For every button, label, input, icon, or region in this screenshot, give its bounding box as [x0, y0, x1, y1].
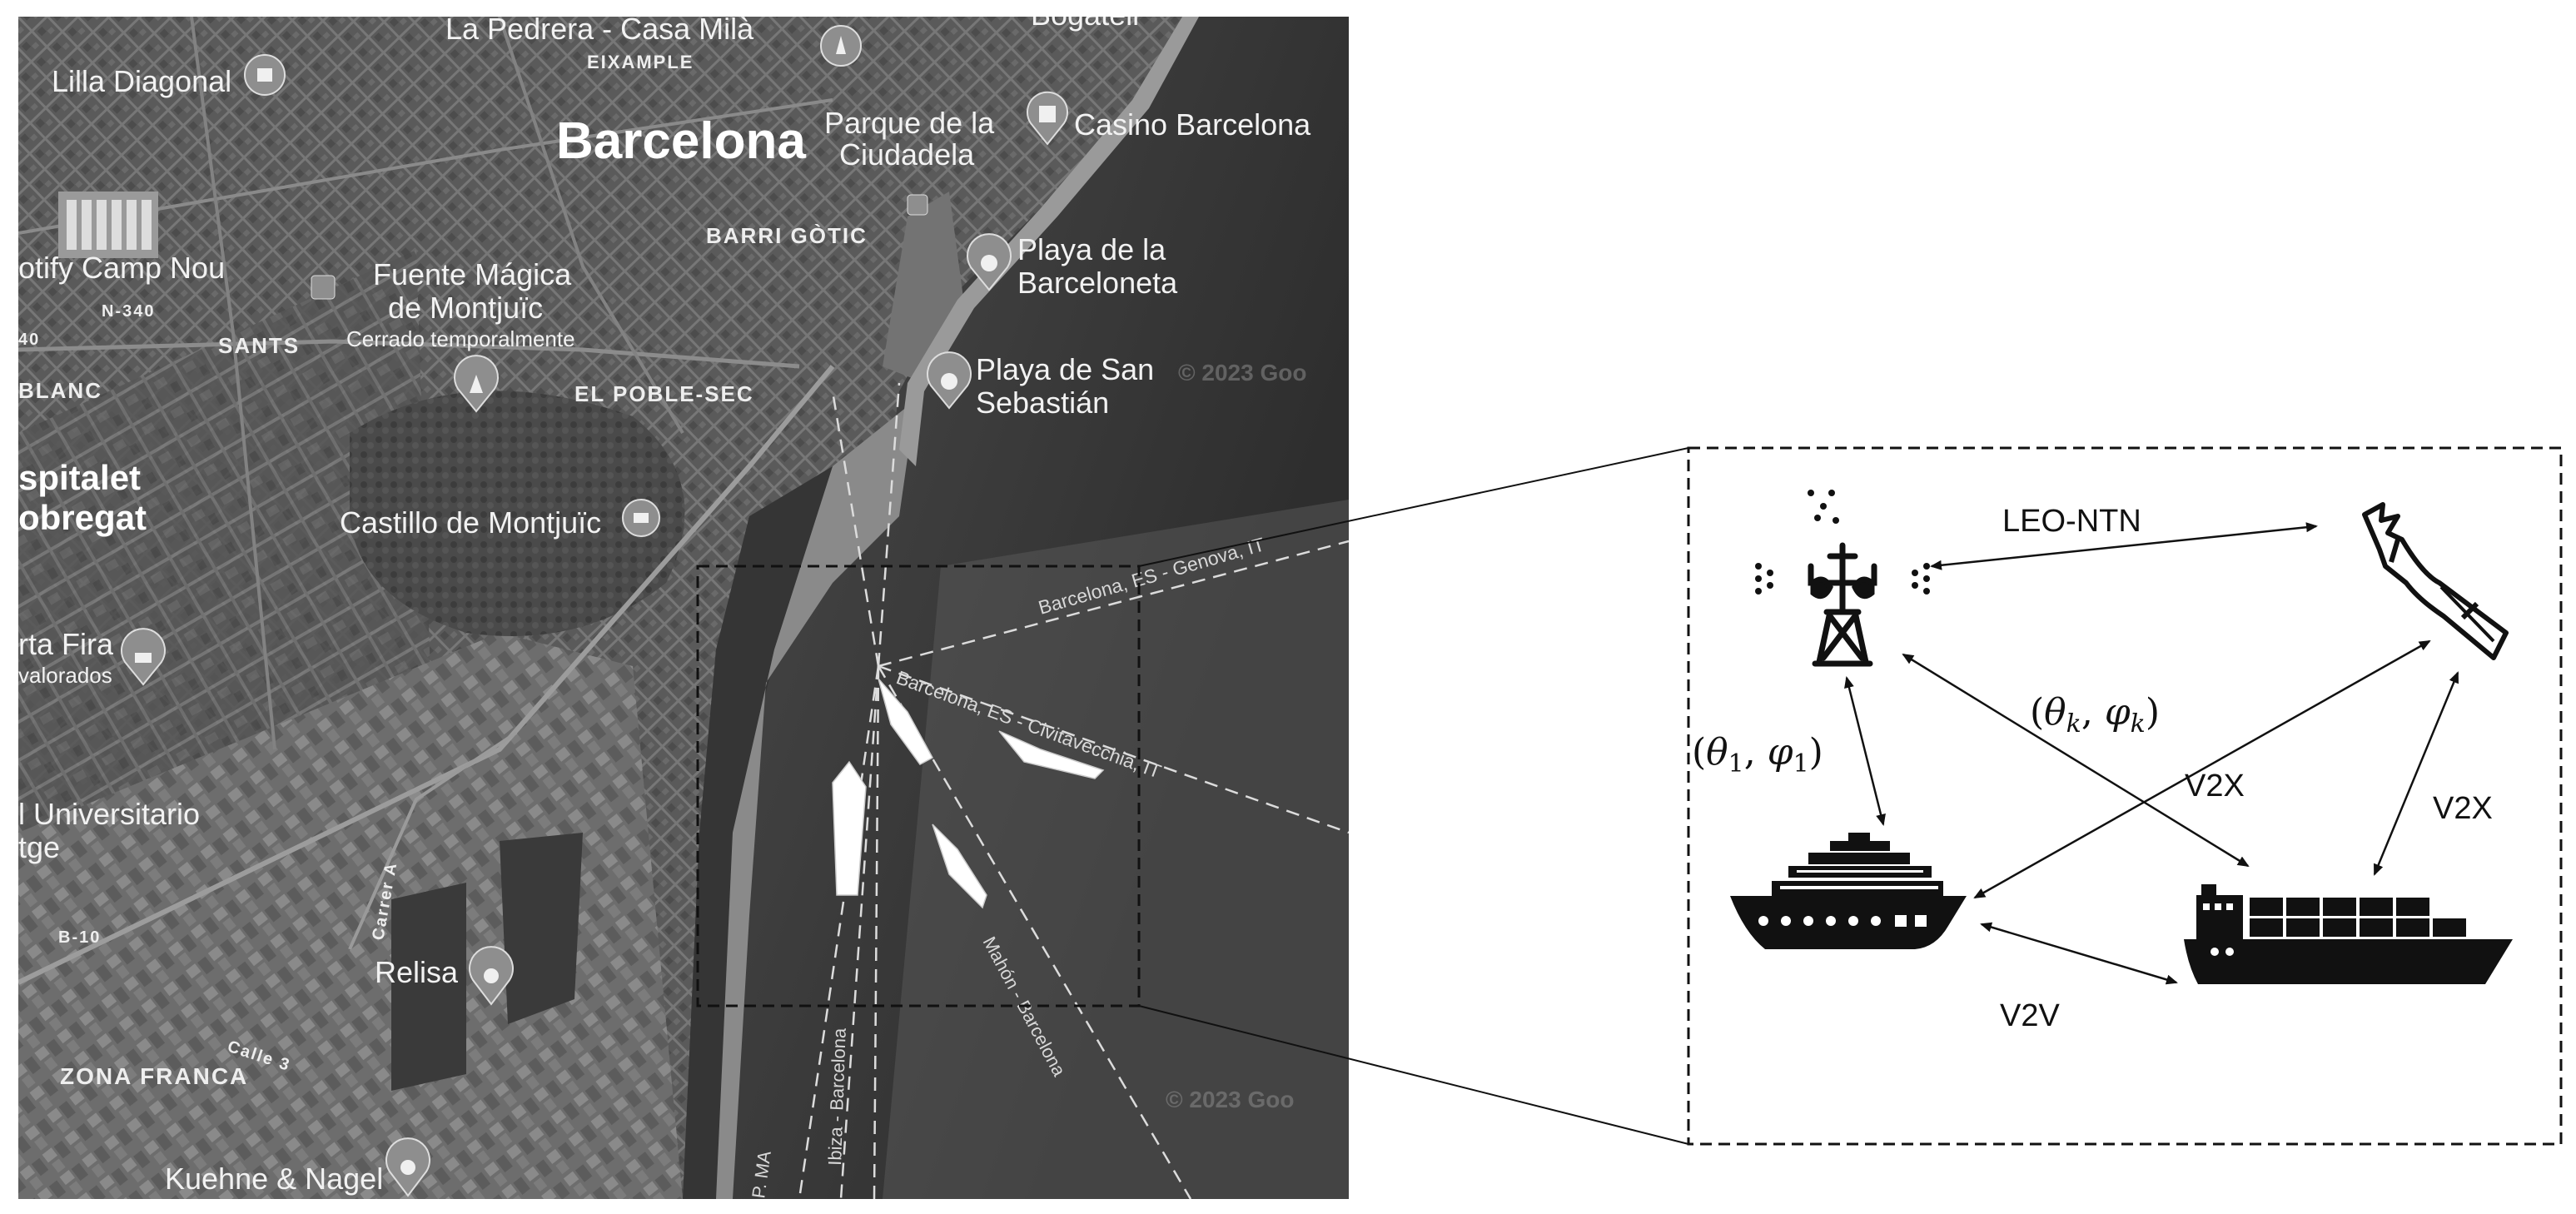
label-n340: N-340 — [102, 302, 155, 321]
pin-lilla-diagonal — [244, 54, 286, 96]
map-ships — [832, 678, 1105, 909]
label-kuehne: Kuehne & Nagel — [165, 1162, 383, 1196]
pin-parque-tower — [907, 194, 928, 216]
label-parque-2: Ciudadela — [839, 137, 975, 172]
coastline — [899, 17, 1199, 466]
label-hospitalet-2: obregat — [18, 498, 147, 537]
pin-kuehne — [385, 1137, 430, 1197]
label-casino: Casino Barcelona — [1074, 107, 1311, 142]
pin-la-pedrera — [820, 25, 862, 67]
label-playa-seb-2: Sebastián — [976, 386, 1109, 420]
label-playa-bcn-2: Barceloneta — [1017, 266, 1178, 300]
label-univ-2: tge — [18, 830, 60, 864]
label-blanc: BLANC — [18, 378, 102, 403]
zoom-selection-box — [696, 565, 1141, 1008]
label-leo-ntn: LEO-NTN — [2002, 504, 2141, 539]
label-barri-gotic: BARRI GÒTIC — [706, 223, 868, 248]
satellite-map: Barcelona, ES - Genova, IT Barcelona, ES… — [18, 0, 1349, 1199]
zoom-connector-bottom — [1138, 1005, 1689, 1145]
montjuic-park — [350, 391, 685, 636]
cell-tower-icon — [1755, 490, 1930, 667]
label-lilla-diagonal: Lilla Diagonal — [52, 64, 231, 98]
pin-relisa — [469, 946, 514, 1006]
label-poble-sec: EL POBLE-SEC — [574, 381, 754, 406]
label-v2v: V2V — [2000, 998, 2060, 1033]
label-playa-bcn-1: Playa de la — [1017, 232, 1166, 266]
label-num-40: 40 — [18, 331, 40, 349]
port-basin — [683, 466, 883, 1199]
label-fuente-1: Fuente Mágica — [373, 257, 572, 291]
ship-marker-4 — [998, 730, 1105, 779]
ship-marker-1 — [832, 760, 867, 896]
label-la-pedrera: La Pedrera - Casa Milà — [445, 12, 754, 46]
breakwater — [716, 400, 916, 1199]
route-ibiza: Ibiza - Barcelona — [824, 1027, 850, 1167]
pin-fira — [121, 628, 166, 686]
label-hospitalet-1: spitalet — [18, 458, 141, 497]
poi-pins — [58, 25, 1068, 1197]
pin-poble-sec — [454, 355, 499, 413]
label-v2x-right: V2X — [2433, 791, 2493, 826]
label-playa-seb-1: Playa de San — [976, 352, 1154, 386]
label-barcelona: Barcelona — [556, 112, 806, 170]
label-fuente-3: Cerrado temporalmente — [346, 326, 575, 351]
arrow-v2v — [1980, 922, 2178, 985]
label-zona-franca: ZONA FRANCA — [60, 1063, 248, 1089]
zona-franca-industrial — [18, 633, 683, 1199]
label-angle-1: (θ1, φ1) — [1692, 731, 1823, 779]
label-fuente-2: de Montjuïc — [388, 291, 543, 325]
label-camp-nou: otify Camp Nou — [18, 251, 225, 285]
pin-casino — [1027, 91, 1068, 146]
arrow-sat-cargo — [2373, 671, 2459, 876]
label-univ-1: l Universitario — [18, 797, 200, 831]
label-fira-2: valorados — [18, 663, 112, 688]
ferry-routes — [798, 382, 1349, 1199]
zoom-connector-top — [1138, 447, 1689, 567]
map-watermark-bottom: © 2023 Goo — [1166, 1087, 1294, 1112]
label-eixample: EIXAMPLE — [587, 52, 694, 72]
map-labels: La Pedrera - Casa Milà EIXAMPLE Bogatell… — [18, 0, 1311, 1196]
cruise-ship-icon — [1730, 833, 1967, 949]
pin-playa-barceloneta — [967, 233, 1012, 291]
cargo-ship-icon — [2184, 884, 2513, 984]
label-parque-1: Parque de la — [824, 106, 995, 140]
ship-marker-3 — [932, 823, 987, 909]
pin-fuente — [311, 275, 336, 300]
label-sants: SANTS — [218, 333, 300, 358]
ship-marker-2 — [878, 678, 934, 765]
map-watermark-top: © 2023 Goo — [1178, 360, 1306, 386]
label-fira-1: rta Fira — [18, 627, 114, 661]
label-bogatell: Bogatell — [1031, 0, 1139, 32]
arrow-leo-ntn — [1930, 522, 2318, 570]
link-arrows — [1844, 522, 2459, 985]
arrow-tower-cruise — [1844, 676, 1886, 826]
pin-castillo — [622, 499, 660, 537]
label-relisa: Relisa — [375, 955, 459, 989]
zoomed-diagram-box — [1687, 446, 2563, 1146]
satellite-icon — [2362, 502, 2509, 660]
camp-nou-building — [58, 192, 158, 258]
arrow-sat-cruise — [1973, 639, 2431, 899]
label-v2x-center: V2X — [2185, 769, 2245, 804]
label-castillo: Castillo de Montjuïc — [340, 505, 601, 540]
pin-playa-san-sebastian — [927, 351, 972, 410]
label-b10: B-10 — [58, 928, 101, 947]
label-angle-k: (θk, φk) — [2030, 691, 2160, 739]
